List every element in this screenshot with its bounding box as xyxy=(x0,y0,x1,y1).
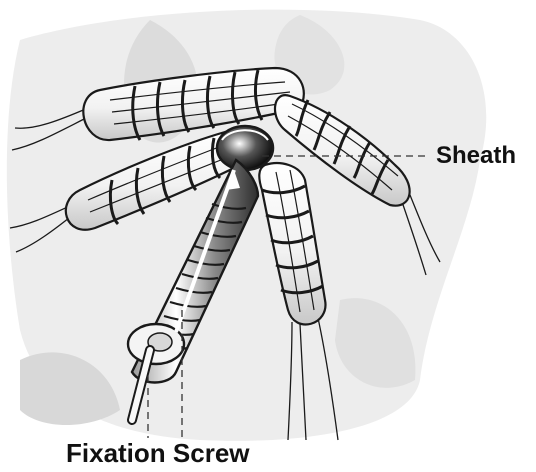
sheath-opening xyxy=(217,126,273,170)
fixation-screw-label: Fixation Screw xyxy=(66,440,250,466)
sheath-label: Sheath xyxy=(436,144,516,168)
